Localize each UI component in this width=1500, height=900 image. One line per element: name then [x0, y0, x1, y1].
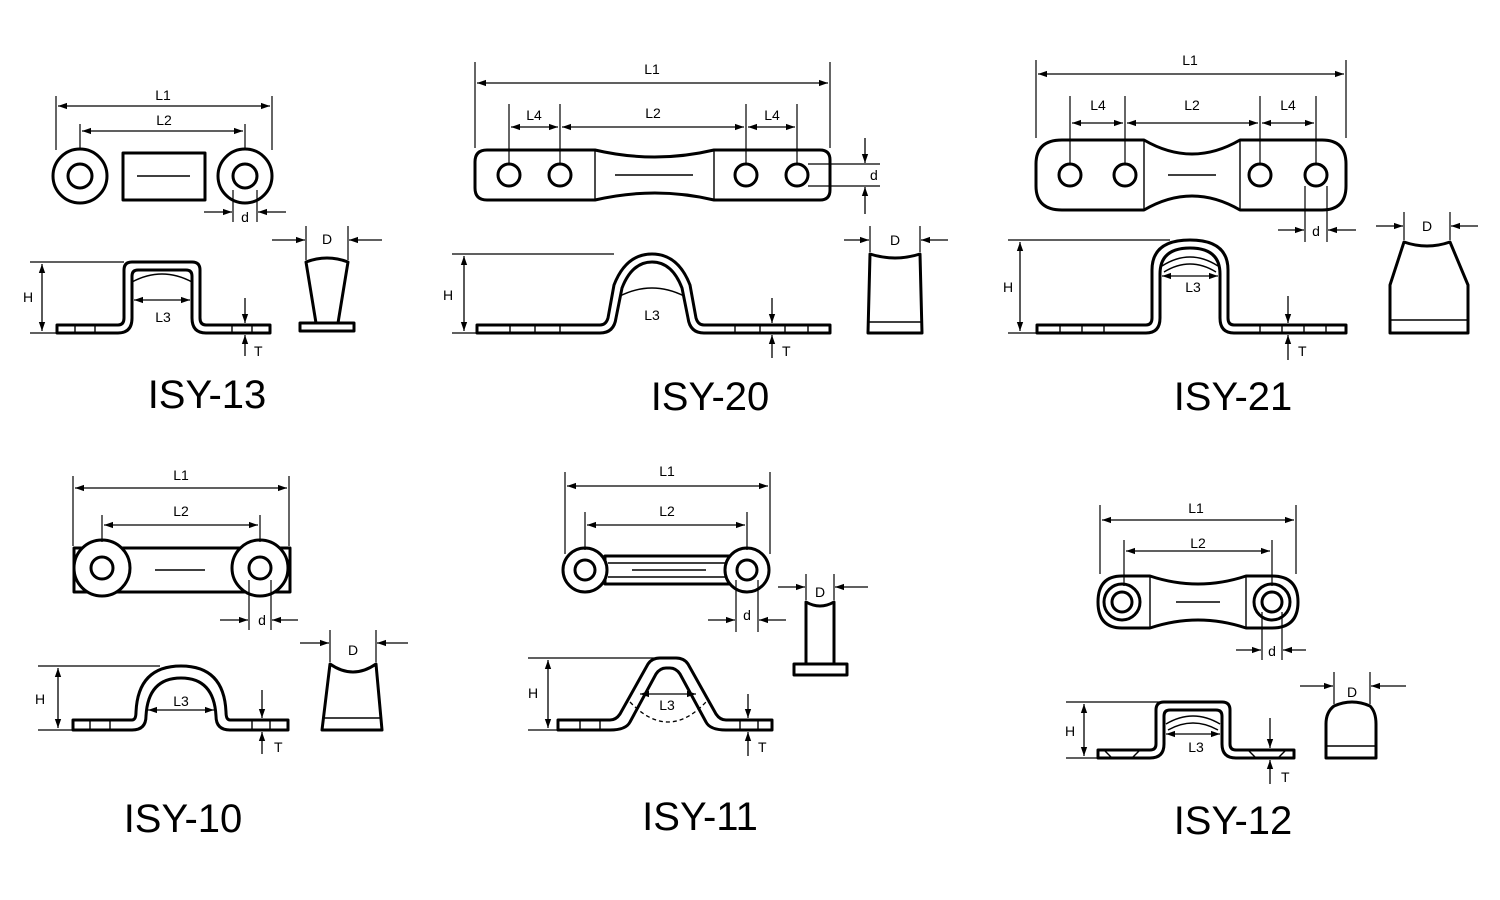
- isy21-h-label: H: [1003, 279, 1013, 295]
- isy12-dd-label: D: [1347, 684, 1357, 700]
- isy20-l4-left-label: L4: [526, 107, 542, 123]
- isy10-l1-label: L1: [173, 467, 189, 483]
- isy13-d-label: d: [241, 209, 249, 225]
- isy11-title: ISY-11: [642, 795, 758, 839]
- isy21-title: ISY-21: [1174, 375, 1293, 419]
- isy10-l2-label: L2: [173, 503, 189, 519]
- isy11-end-view: D: [778, 574, 868, 677]
- isy11-l3-label: L3: [659, 697, 675, 713]
- isy13-top-view: L1 L2 d: [51, 87, 286, 225]
- isy11-t-label: T: [758, 739, 767, 755]
- isy21-l4-right-label: L4: [1280, 97, 1296, 113]
- isy10-h-label: H: [35, 691, 45, 707]
- isy20-d-label: d: [870, 167, 878, 183]
- isy10-d-label: d: [258, 612, 266, 628]
- isy10-title: ISY-10: [124, 797, 243, 841]
- isy10-t-label: T: [274, 739, 283, 755]
- isy13-t-label: T: [254, 343, 263, 359]
- isy21-l1-label: L1: [1182, 52, 1198, 68]
- isy13-l1-label: L1: [155, 87, 171, 103]
- isy13-h-label: H: [23, 289, 33, 305]
- isy21-dd-label: D: [1422, 218, 1432, 234]
- isy21-l2-label: L2: [1184, 97, 1200, 113]
- isy20-end-view: D: [844, 226, 948, 335]
- isy20-l4-right-label: L4: [764, 107, 780, 123]
- isy11-h-label: H: [528, 685, 538, 701]
- isy20-side-view: H L3 T: [443, 252, 832, 359]
- isy13-drawing: L1 L2 d H L3 T: [23, 87, 382, 417]
- isy21-drawing: L1 L4 L2 L4 d: [1003, 52, 1478, 419]
- isy13-l3-label: L3: [155, 309, 171, 325]
- isy20-title: ISY-20: [651, 375, 770, 419]
- isy13-end-view: D: [272, 226, 382, 333]
- isy21-side-view: H L3 T: [1003, 238, 1348, 360]
- isy12-drawing: L1 L2 d H L3 T: [1065, 500, 1406, 843]
- isy11-top-view: L1 L2 d: [561, 463, 786, 632]
- isy12-end-view: D: [1300, 672, 1406, 760]
- isy13-side-view: H L3 T: [23, 260, 272, 359]
- isy13-title: ISY-13: [148, 373, 267, 417]
- isy12-l3-label: L3: [1188, 739, 1204, 755]
- isy10-dd-label: D: [348, 642, 358, 658]
- isy12-l2-label: L2: [1190, 535, 1206, 551]
- isy21-l4-left-label: L4: [1090, 97, 1106, 113]
- isy20-drawing: L1 L4 L2 L4 d: [443, 61, 948, 419]
- isy10-drawing: L1 L2 d H L3 T: [35, 467, 408, 841]
- isy13-l2-label: L2: [156, 112, 172, 128]
- isy20-dd-label: D: [890, 232, 900, 248]
- isy12-t-label: T: [1281, 769, 1290, 785]
- isy21-l3-label: L3: [1185, 279, 1201, 295]
- isy21-top-view: L1 L4 L2 L4 d: [1034, 52, 1356, 242]
- isy11-l2-label: L2: [659, 503, 675, 519]
- isy10-end-view: D: [300, 630, 408, 732]
- isy20-l1-label: L1: [644, 61, 660, 77]
- isy12-d-label: d: [1268, 643, 1276, 659]
- isy11-l1-label: L1: [659, 463, 675, 479]
- isy10-side-view: H L3 T: [35, 664, 290, 755]
- isy11-side-view: H L3 T: [528, 656, 774, 756]
- isy12-top-view: L1 L2 d: [1096, 500, 1306, 660]
- isy12-l1-label: L1: [1188, 500, 1204, 516]
- isy20-h-label: H: [443, 287, 453, 303]
- isy11-d-label: d: [743, 607, 751, 623]
- isy10-top-view: L1 L2 d: [72, 467, 298, 630]
- isy12-h-label: H: [1065, 723, 1075, 739]
- isy21-t-label: T: [1298, 343, 1307, 359]
- isy11-drawing: L1 L2 d H L3 T: [528, 463, 868, 839]
- isy11-dd-label: D: [815, 584, 825, 600]
- isy12-side-view: H L3 T: [1065, 700, 1296, 785]
- isy20-l2-label: L2: [645, 105, 661, 121]
- isy10-l3-label: L3: [173, 693, 189, 709]
- isy21-end-view: D: [1376, 212, 1478, 335]
- isy21-d-label: d: [1312, 223, 1320, 239]
- isy12-title: ISY-12: [1174, 799, 1293, 843]
- isy13-dd-label: D: [322, 231, 332, 247]
- isy20-l3-label: L3: [644, 307, 660, 323]
- isy20-top-view: L1 L4 L2 L4 d: [473, 61, 880, 214]
- isy20-t-label: T: [782, 343, 791, 359]
